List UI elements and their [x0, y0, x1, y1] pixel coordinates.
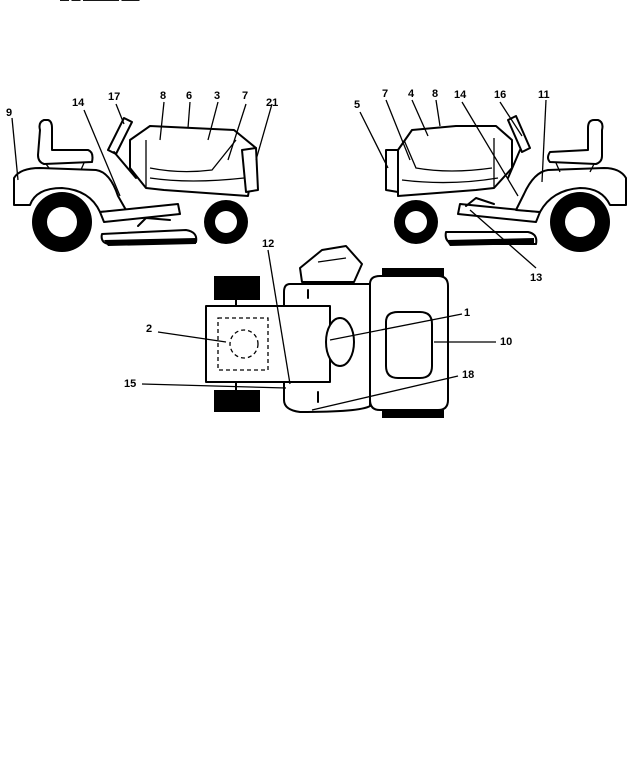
- callout-15: 15: [124, 378, 136, 390]
- callout-18: 18: [462, 369, 474, 381]
- callout-14-left: 14: [72, 97, 85, 109]
- discharge-chute: [299, 245, 363, 283]
- callout-labels: 9 14 17 8 6 3 7 21 5 7 4 8 14 16 11 13 1…: [6, 88, 550, 390]
- callout-6: 6: [186, 90, 192, 102]
- frame: [457, 203, 541, 223]
- callout-14-right: 14: [454, 89, 467, 101]
- tractor-top-view: [205, 245, 449, 418]
- front-tire-top: [382, 268, 444, 278]
- steering-wheel: [107, 117, 133, 155]
- callout-9: 9: [6, 107, 12, 119]
- leader-lines: [11, 99, 547, 411]
- fender-top: [283, 283, 371, 413]
- tractor-right-side-view: [385, 115, 627, 252]
- callout-4: 4: [408, 88, 415, 100]
- callout-8-left: 8: [160, 90, 166, 102]
- callout-16: 16: [494, 89, 506, 101]
- rear-fender: [13, 167, 127, 213]
- callout-2: 2: [146, 323, 152, 335]
- callout-17: 17: [108, 91, 120, 103]
- callout-13: 13: [530, 272, 542, 284]
- steering-wheel: [507, 115, 531, 153]
- tractor-left-side-view: [13, 117, 259, 252]
- callout-7-left: 7: [242, 90, 248, 102]
- callout-21: 21: [266, 97, 278, 109]
- callout-7-right: 7: [382, 88, 388, 100]
- grille: [241, 147, 259, 193]
- callout-8-right: 8: [432, 88, 438, 100]
- seat: [37, 119, 94, 165]
- rear-fender: [515, 167, 627, 213]
- seat: [547, 119, 604, 165]
- frame: [99, 203, 181, 223]
- callout-11: 11: [538, 89, 550, 101]
- callout-10: 10: [500, 336, 512, 348]
- hood-oval: [385, 311, 433, 379]
- header-fragment: — — ———— ——: [60, 0, 140, 5]
- hood: [397, 125, 513, 197]
- grille: [385, 149, 399, 193]
- seat-outline: [217, 317, 269, 371]
- callout-1: 1: [464, 307, 470, 319]
- steering-oval: [325, 317, 355, 367]
- callout-5: 5: [354, 99, 360, 111]
- callout-3: 3: [214, 90, 220, 102]
- hood: [129, 125, 257, 197]
- callout-12: 12: [262, 238, 274, 250]
- front-tire-bottom: [382, 410, 444, 418]
- rear-tire-bottom: [214, 390, 260, 412]
- rear-tire-top: [214, 276, 260, 300]
